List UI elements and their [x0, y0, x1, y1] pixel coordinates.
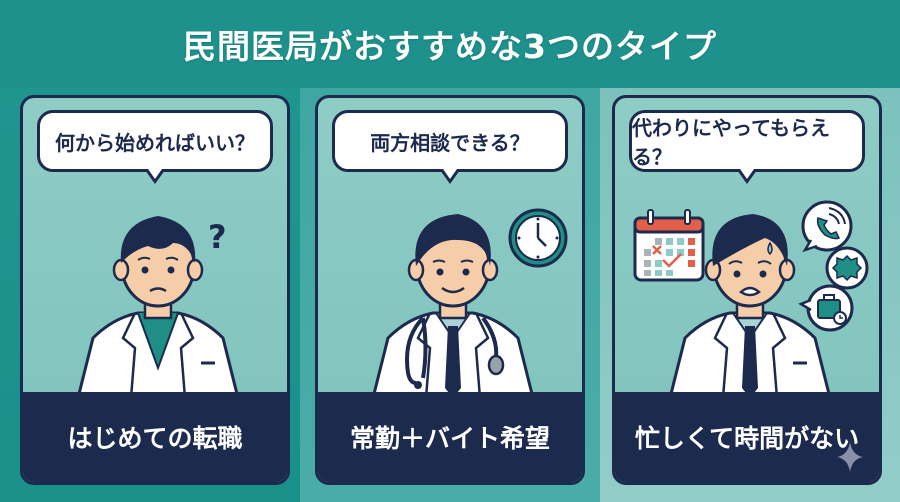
- phone-icon: [801, 200, 853, 253]
- speech-bubble: 両方相談できる？: [332, 110, 568, 184]
- panel-busy-no-time: 代わりにやってもらえる？: [612, 95, 882, 485]
- clock-icon: [508, 208, 568, 268]
- speech-bubble: 何から始めればいい？: [37, 110, 273, 184]
- label-box: 常勤＋バイト希望: [318, 392, 582, 482]
- speech-bubble: 代わりにやってもらえる？: [629, 110, 865, 184]
- question-text: 何から始めればいい？: [55, 130, 255, 155]
- briefcase-clock-icon: [798, 284, 854, 332]
- page-title: 民間医局がおすすめな3つのタイプ: [183, 27, 717, 66]
- title-bar: 民間医局がおすすめな3つのタイプ: [0, 0, 900, 88]
- question-text: 両方相談できる？: [370, 130, 530, 155]
- gear-icon: [825, 246, 869, 290]
- question-text: 代わりにやってもらえる？: [632, 116, 830, 169]
- panel-first-job-change: 何から始めればいい？ ? はじめての転職: [20, 95, 290, 485]
- calendar-icon: [633, 209, 705, 282]
- question-mark-icon: ?: [208, 218, 227, 256]
- label-box: はじめての転職: [23, 392, 287, 482]
- smiling-doctor-illustration: [371, 208, 568, 398]
- panel-fulltime-and-parttime: 両方相談できる？: [315, 95, 585, 485]
- sparkle-icon: [837, 442, 863, 472]
- label-text: はじめての転職: [67, 424, 243, 453]
- label-text: 忙しくて時間がない: [634, 424, 860, 453]
- worried-doctor-illustration: ?: [76, 216, 240, 398]
- stressed-doctor-illustration: [633, 200, 869, 398]
- label-text: 常勤＋バイト希望: [349, 424, 550, 453]
- label-box: 忙しくて時間がない: [615, 392, 879, 482]
